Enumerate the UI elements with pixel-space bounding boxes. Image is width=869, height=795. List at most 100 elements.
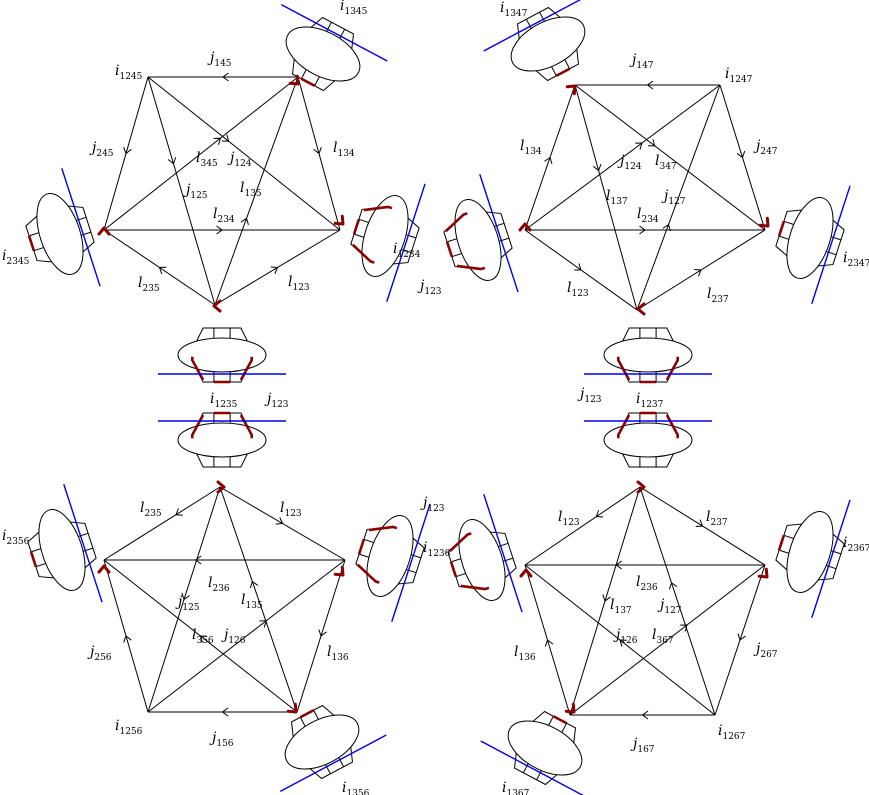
edge-line [103,486,221,561]
edge-label: l235 [138,275,160,294]
label-subscript: 147 [636,61,653,71]
edge-arrow [639,225,646,235]
node-label: i1235 [210,391,238,410]
label-symbol: i [636,391,640,407]
vertex-marker [286,702,298,714]
blob-cut-line [391,503,431,622]
vertex-marker [333,565,345,577]
blob-cut-line [811,185,851,304]
label-subscript: 1247 [729,75,752,85]
label-subscript: 1236 [427,549,450,559]
node-label: i1347 [500,0,528,19]
edge-arrow [595,510,604,518]
edge-label: j125 [183,182,208,201]
label-subscript: 1235 [214,400,237,410]
label-symbol: i [393,241,397,257]
node-label: i1234 [393,241,421,260]
blob-red-path [352,218,361,235]
label-subscript: 267 [760,650,777,660]
blob-ellipse [36,193,84,275]
edge-arrow [270,266,279,274]
label-symbol: j [613,627,621,643]
edge-line [639,486,716,716]
edge-label: j245 [89,140,114,159]
edge-label: l235 [140,500,162,519]
edge-label: l356 [192,627,214,646]
blob-red-path [777,534,786,551]
edge-label: l137 [610,597,632,616]
label-subscript: 124 [234,159,251,169]
label-subscript: 1234 [397,250,420,260]
label-subscript: 136 [518,653,535,663]
blob-ellipse [786,511,834,593]
vertex-marker [565,84,577,96]
edge-line [214,76,299,306]
blob-ellipse [510,16,586,72]
edge-line [219,486,298,713]
edge-label: l123 [567,280,589,299]
vertex-marker [636,480,646,494]
edge-label: j267 [753,641,778,660]
label-symbol: j [630,736,638,752]
label-symbol: l [333,140,337,156]
blob-ellipse [458,519,506,601]
label-symbol: l [280,500,284,516]
edge-label: l134 [333,140,355,159]
edge-arrow [221,134,230,142]
label-subscript: 137 [610,197,627,207]
edge-line [524,486,641,566]
node-label: j123 [264,391,289,410]
label-symbol: i [115,63,119,79]
node-label: i2345 [2,248,30,267]
blob-red-path [357,538,366,555]
label-symbol: l [241,592,245,608]
blob-red-path [552,715,568,725]
edge-arrow [736,150,746,159]
label-symbol: i [115,718,119,734]
label-symbol: l [606,188,610,204]
edge-arrow [544,156,553,165]
label-subscript: 123 [562,518,579,528]
label-subscript: 237 [710,518,727,528]
edge-arrow [216,225,223,235]
blob-cut-line [386,183,426,302]
vertex-marker [333,214,345,226]
blob-cut-line [483,0,591,52]
label-subscript: 145 [214,59,231,69]
label-symbol: i [725,66,729,82]
edge-arrow [615,560,622,570]
label-subscript: 237 [711,295,728,305]
label-symbol: i [502,780,506,795]
blob-cut-line [61,168,101,287]
node-label: j123 [417,278,442,297]
edge-arrow [544,639,554,647]
edge-label: j247 [753,138,778,157]
label-symbol: j [264,391,272,407]
label-subscript: 124 [624,162,641,172]
label-symbol: i [423,540,427,556]
label-subscript: 125 [190,191,207,201]
blob-ellipse [507,720,583,776]
label-symbol: i [2,528,6,544]
boundary-blob [355,503,431,622]
label-symbol: j [617,153,625,169]
boundary-blob [775,185,851,304]
label-subscript: 356 [196,636,213,646]
vertex-marker [564,702,576,714]
edge-label: l134 [520,138,542,157]
edge-arrow [694,269,702,277]
label-subscript: 1256 [119,727,142,737]
edge-label: j125 [175,594,200,613]
blob-red-path [777,220,786,237]
blob-ellipse [177,422,267,458]
label-symbol: j [417,278,425,294]
boundary-blob [483,0,591,82]
label-subscript: 126 [228,636,245,646]
label-subscript: 137 [614,606,631,616]
label-symbol: l [514,644,518,660]
node-label: i2347 [843,250,869,269]
edge-label: l137 [606,188,628,207]
edge-line [147,76,341,231]
blob-red-path [351,243,375,264]
